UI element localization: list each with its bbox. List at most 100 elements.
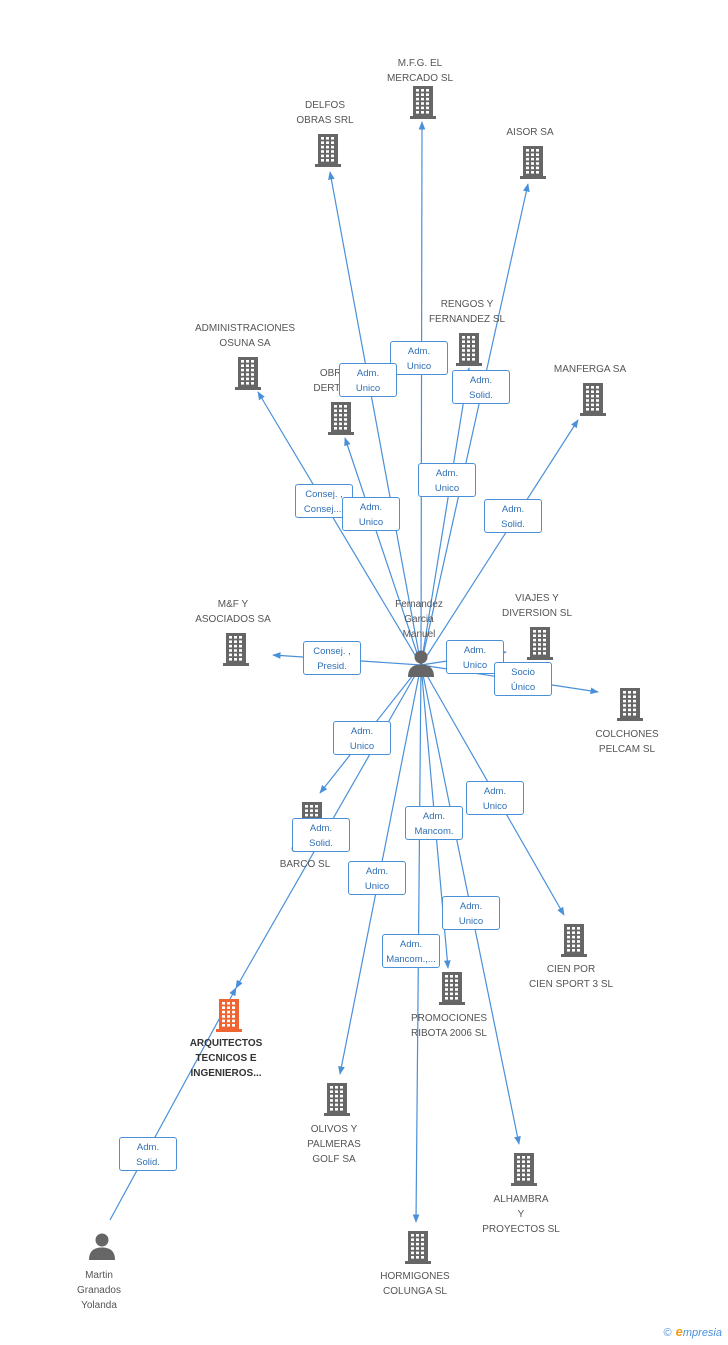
node-alhambra[interactable]: ALHAMBRA Y PROYECTOS SL [446,1192,596,1237]
building-icon [578,383,608,420]
edge-fernandez-aisor [420,183,530,666]
copyright-symbol: © [663,1327,672,1339]
building-icon [454,333,484,370]
node-icon-admosuna[interactable] [233,356,263,395]
node-horm[interactable]: HORMIGONES COLUNGA SL [340,1269,490,1299]
building-icon [233,357,263,394]
brand-name: mpresia [682,1327,722,1339]
node-fernandez[interactable]: Fernandez Garcia Manuel [344,597,494,642]
node-cien[interactable]: CIEN POR CIEN SPORT 3 SL [496,962,646,992]
node-promo[interactable]: PROMOCIONES RIBOTA 2006 SL [374,1011,524,1041]
node-label: ARQUITECTOS TECNICOS E INGENIEROS... [189,1038,263,1079]
edge-label-fernandez-canal[interactable]: Adm. Unico [333,721,391,755]
edge-fernandez-manferga [420,419,579,666]
edge-fernandez-rengos [420,367,472,666]
node-viajes[interactable]: VIAJES Y DIVERSION SL [462,591,612,621]
node-obras[interactable]: OBRA DERTOS [259,366,409,396]
node-icon-obras[interactable] [326,401,356,440]
node-icon-rengos[interactable] [454,332,484,371]
node-label: M.F.G. EL MERCADO SL [386,58,454,84]
node-label: Fernandez Garcia Manuel [395,599,443,640]
edge-label-martin-arq[interactable]: Adm. Solid. [119,1137,177,1171]
node-label: CIEN POR CIEN SPORT 3 SL [528,964,614,990]
node-admosuna[interactable]: ADMINISTRACIONES OSUNA SA [170,321,320,351]
node-martin[interactable]: Martin Granados Yolanda [24,1268,174,1313]
edge-label-fernandez-delfos[interactable]: Adm. Unico [339,363,397,397]
footer-brand: ©empresia [664,1324,722,1339]
building-icon [559,924,589,961]
node-label: M&F Y ASOCIADOS SA [195,599,271,625]
node-label: PROMOCIONES RIBOTA 2006 SL [410,1013,488,1039]
node-mfasoc[interactable]: M&F Y ASOCIADOS SA [158,597,308,627]
node-label: MANFERGA SA [553,364,627,375]
edge-label-fernandez-horm[interactable]: Adm. Mancom.,... [382,934,440,968]
node-arq[interactable]: ARQUITECTOS TECNICOS E INGENIEROS... [151,1036,301,1081]
edge-martin-arq [109,987,237,1221]
edge-fernandez-mfg [418,121,426,666]
node-icon-cien[interactable] [559,923,589,962]
edge-label-fernandez-obras[interactable]: Adm. Unico [342,497,400,531]
building-icon [408,86,438,123]
edge-label-fernandez-mfasoc[interactable]: Consej. , Presid. [303,641,361,675]
node-icon-olivos[interactable] [322,1082,352,1121]
node-label: AISOR SA [506,127,554,138]
node-aisor[interactable]: AISOR SA [455,125,605,140]
node-icon-mfasoc[interactable] [221,632,251,671]
building-icon [403,1231,433,1268]
building-icon [214,999,244,1036]
node-label: VIAJES Y DIVERSION SL [501,593,573,619]
person-icon [406,650,436,682]
building-icon [322,1083,352,1120]
building-icon [221,633,251,670]
edge-label-fernandez-olivos[interactable]: Adm. Unico [348,861,406,895]
building-icon [437,972,467,1009]
edge-label-fernandez-promo[interactable]: Adm. Mancom. [405,806,463,840]
node-icon-fernandez[interactable] [406,648,436,683]
node-icon-colchones[interactable] [615,687,645,726]
node-icon-promo[interactable] [437,971,467,1010]
building-icon [615,688,645,725]
person-icon [87,1233,117,1265]
node-label: COLCHONES PELCAM SL [595,729,659,755]
edge-label-fernandez-arq[interactable]: Adm. Solid. [292,818,350,852]
node-rengos[interactable]: RENGOS Y FERNANDEZ SL [392,297,542,327]
node-icon-viajes[interactable] [525,626,555,665]
edge-label-fernandez-rengos[interactable]: Adm. Unico [418,463,476,497]
node-label: Martin Granados Yolanda [77,1270,121,1311]
building-icon [518,146,548,183]
edge-label-fernandez-mfg[interactable]: Adm. Unico [390,341,448,375]
building-icon [313,134,343,171]
brand-initial: e [675,1324,683,1339]
edge-label-fernandez-alhambra[interactable]: Adm. Unico [442,896,500,930]
edge-label-fernandez-aisor[interactable]: Adm. Solid. [452,370,510,404]
building-icon [525,627,555,664]
node-label: HORMIGONES COLUNGA SL [380,1271,450,1297]
edge-fernandez-admosuna [257,391,422,666]
node-delfos[interactable]: DELFOS OBRAS SRL [250,98,400,128]
node-olivos[interactable]: OLIVOS Y PALMERAS GOLF SA [259,1122,409,1167]
node-icon-horm[interactable] [403,1230,433,1269]
edge-fernandez-obras [344,437,422,666]
edge-label-fernandez-cien[interactable]: Adm. Unico [466,781,524,815]
building-icon [509,1153,539,1190]
node-manferga[interactable]: MANFERGA SA [515,362,665,377]
edge-label-fernandez-colchones[interactable]: Socio Único [494,662,552,696]
node-icon-mfg[interactable] [408,85,438,124]
node-icon-alhambra[interactable] [509,1152,539,1191]
node-icon-martin[interactable] [87,1231,117,1266]
node-icon-arq[interactable] [214,998,244,1037]
edge-label-fernandez-manferga[interactable]: Adm. Solid. [484,499,542,533]
node-label: RENGOS Y FERNANDEZ SL [428,299,506,325]
node-label: DELFOS OBRAS SRL [296,100,354,126]
node-icon-delfos[interactable] [313,133,343,172]
edge-fernandez-delfos [328,171,422,666]
node-label: ADMINISTRACIONES OSUNA SA [194,323,295,349]
building-icon [326,402,356,439]
node-mfg[interactable]: M.F.G. EL MERCADO SL [345,56,495,86]
node-label: OBRA DERTOS [313,368,355,394]
node-colchones[interactable]: COLCHONES PELCAM SL [552,727,702,757]
node-label: ALHAMBRA Y PROYECTOS SL [482,1194,560,1235]
node-icon-manferga[interactable] [578,382,608,421]
node-label: OLIVOS Y PALMERAS GOLF SA [307,1124,361,1165]
node-icon-aisor[interactable] [518,145,548,184]
